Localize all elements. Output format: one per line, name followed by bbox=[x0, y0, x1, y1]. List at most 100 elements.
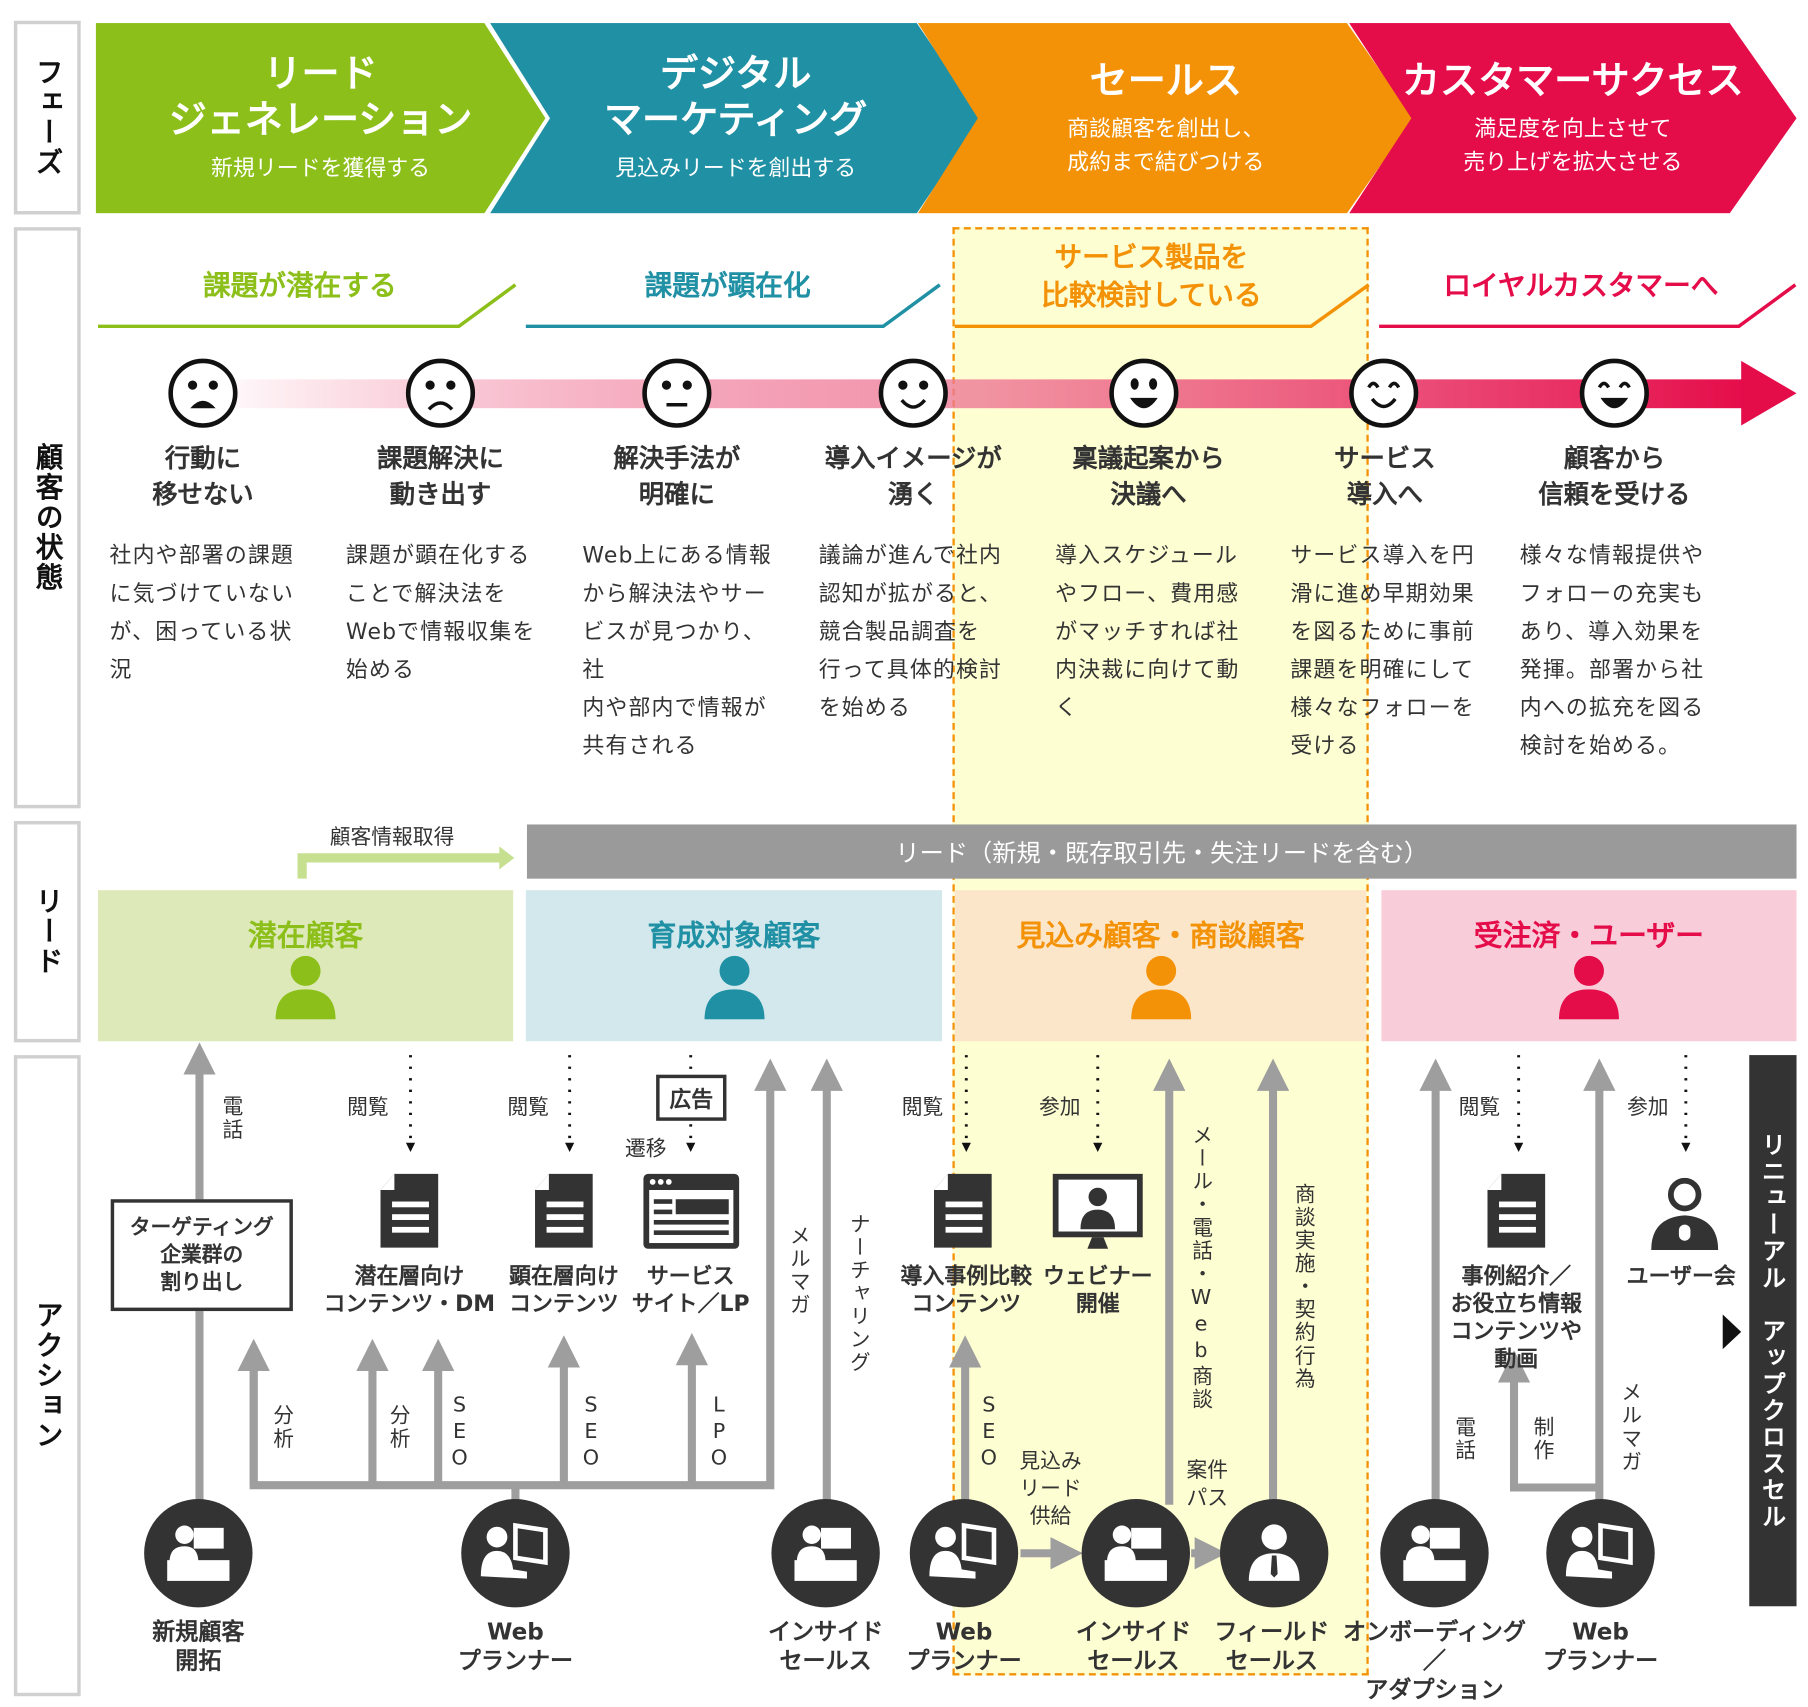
transition-label: 遷移 bbox=[624, 1136, 667, 1162]
desc-line: Webで情報収集を bbox=[345, 619, 536, 645]
content-line: 導入事例比較 bbox=[900, 1263, 1033, 1290]
stage-title: 行動に移せない bbox=[88, 442, 319, 513]
row-label-customer-state: 顧客の状態 bbox=[13, 227, 81, 809]
row-label-text: フェーズ bbox=[30, 57, 63, 178]
desc-line: 発揮。部署から社 bbox=[1519, 657, 1705, 683]
produce-label: 制作 bbox=[1530, 1416, 1555, 1463]
pass-line: 案件 bbox=[1186, 1458, 1229, 1483]
webinar-monitor-icon bbox=[1052, 1173, 1143, 1249]
content-manifest: 顕在層向けコンテンツ bbox=[466, 1263, 662, 1318]
phase-title: リード bbox=[263, 50, 378, 96]
section-head-manifest: 課題が顕在化 bbox=[526, 268, 930, 306]
section-head-text: サービス製品を bbox=[1054, 240, 1249, 274]
role-line: インサイド bbox=[767, 1617, 884, 1646]
row-label-lead: リード bbox=[13, 821, 81, 1043]
stage-title-line: サービス bbox=[1334, 445, 1436, 474]
lead-card-customer: 受注済・ユーザー bbox=[1381, 890, 1797, 1042]
role-line: インサイド bbox=[1075, 1617, 1192, 1646]
desc-line: あり、導入効果を bbox=[1519, 619, 1704, 645]
phase-lead-generation: リードジェネレーション新規リードを獲得する bbox=[95, 23, 546, 214]
desc-line: ビスが見つかり、社 bbox=[582, 619, 766, 683]
content-line: コンテンツ bbox=[911, 1291, 1022, 1317]
role-line: セールス bbox=[1225, 1646, 1318, 1675]
targeting-line: 企業群の bbox=[160, 1242, 244, 1267]
content-line: コンテンツ・DM bbox=[323, 1291, 496, 1317]
phase-title: マーケティング bbox=[604, 96, 868, 142]
content-line: 顕在層向け bbox=[509, 1263, 619, 1290]
ad-box: 広告 bbox=[656, 1074, 727, 1121]
phase-title: セールス bbox=[1089, 57, 1242, 103]
renewal-upsell-bar: リニューアル アップクロスセル bbox=[1749, 1055, 1797, 1607]
desc-line: 受ける bbox=[1290, 733, 1360, 759]
mailmag-label: メルマガ bbox=[1617, 1381, 1643, 1474]
content-case-intro: 事例紹介／お役立ち情報コンテンツや動画 bbox=[1418, 1263, 1614, 1374]
stage-description: 議論が進んで社内認知が拡がると、競合製品調査を行って具体的検討を始める bbox=[819, 537, 1024, 727]
role-line: 開拓 bbox=[175, 1646, 222, 1675]
card-title: 受注済・ユーザー bbox=[1473, 919, 1704, 953]
content-line: コンテンツや bbox=[1450, 1319, 1583, 1345]
role-line: プランナー bbox=[906, 1646, 1022, 1675]
stage-title: サービス導入へ bbox=[1270, 442, 1501, 513]
analysis-label: 分析 bbox=[386, 1404, 411, 1451]
desc-line: を図るために事前 bbox=[1290, 619, 1475, 645]
desc-line: 内や部内で情報が bbox=[582, 695, 767, 721]
acquire-arrow-icon bbox=[297, 846, 515, 879]
role-line: セールス bbox=[1087, 1646, 1180, 1675]
content-line: 事例紹介／ bbox=[1461, 1263, 1572, 1290]
supply-line: 供給 bbox=[1029, 1504, 1072, 1530]
role-line: プランナー bbox=[457, 1646, 574, 1675]
desc-line: 議論が進んで社内 bbox=[818, 543, 1003, 569]
businessman-icon bbox=[1248, 1524, 1300, 1581]
underline-loyal bbox=[1379, 283, 1797, 329]
lead-bar-label: リード（新規・既存取引先・失注リードを含む） bbox=[895, 838, 1429, 867]
content-line: コンテンツ bbox=[509, 1291, 619, 1317]
phase-subtitle: 売り上げを拡大させる bbox=[1463, 149, 1683, 175]
row-label-action: アクション bbox=[13, 1055, 81, 1697]
ad-label: 広告 bbox=[669, 1086, 714, 1113]
desc-line: 導入スケジュール bbox=[1055, 543, 1239, 569]
content-line: ウェビナー bbox=[1042, 1263, 1153, 1290]
stage-description: サービス導入を円滑に進め早期効果を図るために事前課題を明確にして様々なフォローを… bbox=[1290, 537, 1495, 765]
lead-bar: リード（新規・既存取引先・失注リードを含む） bbox=[526, 824, 1797, 879]
desc-line: 認知が拡がると、 bbox=[818, 581, 1003, 607]
phase-title: デジタル bbox=[659, 50, 812, 96]
phase-title: ジェネレーション bbox=[168, 96, 473, 142]
targeting-box: ターゲティング企業群の割り出し bbox=[110, 1199, 293, 1312]
stage-title-line: 信頼を受ける bbox=[1538, 480, 1691, 510]
faces bbox=[168, 358, 1649, 428]
role-line: セールス bbox=[779, 1646, 872, 1675]
card-title: 育成対象顧客 bbox=[647, 919, 821, 953]
view-label: 閲覧 bbox=[1458, 1095, 1501, 1120]
content-service-site: サービスサイト／LP bbox=[593, 1263, 789, 1318]
desc-line: 内への拡充を図る bbox=[1519, 695, 1705, 721]
analysis-label: 分析 bbox=[269, 1404, 295, 1451]
acquire-customer-info-label: 顧客情報取得 bbox=[329, 825, 455, 850]
desc-line: がマッチすれば社 bbox=[1055, 619, 1240, 645]
row-label-text: リード bbox=[30, 886, 63, 977]
phase-subtitle: 成約まで結びつける bbox=[1067, 149, 1265, 175]
pc-worker-icon bbox=[480, 1522, 548, 1579]
desc-line: 様々なフォローを bbox=[1290, 695, 1475, 721]
role-line: Web bbox=[1572, 1617, 1629, 1646]
headset-operator-icon bbox=[1104, 1525, 1167, 1581]
seo-label: SEO bbox=[976, 1392, 1001, 1473]
role-icon-field-sales bbox=[1219, 1499, 1329, 1608]
phase-customer-success: カスタマーサクセス満足度を向上させて売り上げを拡大させる bbox=[1349, 23, 1797, 214]
headset-operator-icon bbox=[1403, 1525, 1466, 1581]
stage-title-line: 課題解決に bbox=[377, 445, 504, 474]
role-icon-inside-sales bbox=[1081, 1499, 1190, 1608]
desc-line: 検討を始める。 bbox=[1519, 733, 1682, 759]
happy-face-icon bbox=[1109, 358, 1179, 428]
underline-manifest bbox=[525, 283, 941, 329]
phase-subtitle: 新規リードを獲得する bbox=[210, 155, 431, 182]
targeting-line: ターゲティング bbox=[129, 1214, 274, 1240]
desc-line: 内決裁に向けて動 bbox=[1055, 657, 1240, 683]
role-line: アダプション bbox=[1365, 1675, 1504, 1704]
mail-phone-web-label: メール・電話・Web商談 bbox=[1188, 1124, 1214, 1412]
browser-icon bbox=[643, 1173, 740, 1249]
role-new-business: 新規顧客開拓 bbox=[100, 1618, 296, 1676]
content-line: 潜在層向け bbox=[354, 1263, 465, 1290]
lead-card-nurture: 育成対象顧客 bbox=[525, 890, 943, 1042]
